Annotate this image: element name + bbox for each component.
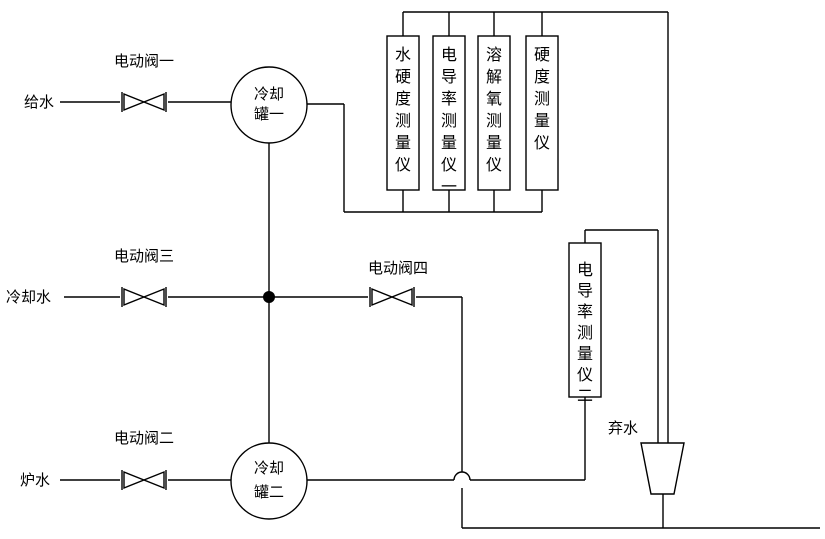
boiler-water-label: 炉水	[20, 471, 50, 489]
water-hardness-meter-label: 水硬度测量仪	[395, 45, 411, 174]
conductivity-meter-2-label: 电导率测量仪二	[577, 260, 593, 405]
valve-2-label: 电动阀二	[114, 429, 174, 447]
cooling-tank-2-label-line1: 冷却	[254, 459, 284, 477]
top-manifold-line	[402, 11, 669, 443]
drain-label: 弃水	[608, 419, 638, 437]
valve-3-label: 电动阀三	[114, 247, 174, 265]
feed-water-label: 给水	[24, 93, 54, 111]
valve-1-symbol	[121, 92, 167, 112]
instrument-outlet-lines	[402, 190, 543, 212]
tank-2-outlet-line	[307, 471, 585, 481]
hardness-meter-label: 硬度测量仪	[534, 45, 550, 152]
hardness-meter-box	[525, 35, 559, 191]
drain-funnel-icon	[640, 442, 685, 528]
cooling-tank-1-label-line2: 罐一	[254, 105, 284, 123]
valve-4-label: 电动阀四	[368, 259, 428, 277]
dissolved-oxygen-meter-label: 溶解氧测量仪	[486, 45, 502, 174]
valve-4-symbol	[369, 287, 415, 307]
tank-1-outlet-line	[307, 103, 542, 213]
cooling-tank-2	[230, 442, 308, 520]
dissolved-oxygen-meter-box	[477, 35, 511, 191]
valve-3-symbol	[121, 287, 167, 307]
cooling-water-label: 冷却水	[6, 288, 51, 306]
valve-1-label: 电动阀一	[114, 52, 174, 70]
water-hardness-meter-box	[386, 35, 420, 191]
conductivity-meter-1-box	[432, 35, 466, 191]
cooling-tank-2-label-line2: 罐二	[254, 483, 284, 501]
valve-4-outlet-line	[461, 297, 820, 529]
valve-2-symbol	[121, 470, 167, 490]
junction-dot	[263, 291, 275, 303]
cooling-tank-1-label-line1: 冷却	[254, 85, 284, 103]
conductivity-meter-2-lines	[584, 229, 659, 480]
conductivity-meter-1-label: 电导率测量仪一	[441, 45, 457, 196]
